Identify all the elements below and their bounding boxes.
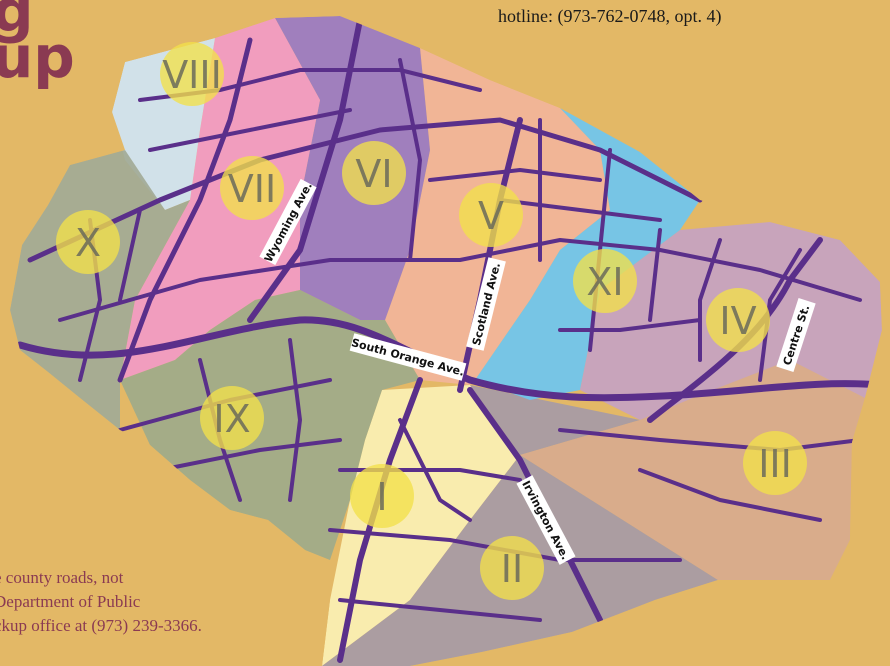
footnote-line-2: Department of Public	[0, 592, 141, 611]
road-segment	[638, 468, 822, 522]
road-segment	[398, 58, 422, 262]
zones-layer	[10, 16, 882, 666]
road-segment	[117, 37, 253, 383]
zone-badge-viii[interactable]: VIII	[160, 42, 224, 106]
zone-badge-label: IV	[719, 299, 756, 343]
road-segment	[148, 108, 352, 152]
zone-area-i[interactable]	[322, 385, 520, 666]
footnote-line-1: e county roads, not	[0, 568, 124, 587]
zone-area-iii[interactable]	[520, 360, 865, 580]
zone-badge-iv[interactable]: IV	[706, 288, 770, 352]
zone-badge-xi[interactable]: XI	[573, 249, 637, 313]
zone-badge-label: XI	[586, 260, 623, 304]
zone-badge-label: V	[478, 194, 504, 238]
road-segment	[398, 418, 472, 522]
footnote: e county roads, not Department of Public…	[0, 566, 202, 638]
zone-badges: I II III IV V VI VII VIII IX X XI	[56, 42, 807, 600]
zone-badge-label: VII	[228, 167, 276, 211]
zone-badge-vii[interactable]: VII	[220, 156, 284, 220]
road-segment	[648, 228, 662, 322]
road-segment	[558, 318, 702, 332]
road-segment	[498, 198, 662, 222]
road-segment	[698, 238, 722, 362]
zone-badge-label: IX	[213, 397, 250, 441]
zone-area-ix[interactable]	[120, 290, 420, 560]
road-segment	[16, 316, 882, 402]
zone-badge-label: VI	[355, 152, 392, 196]
zone-badge-label: X	[75, 221, 101, 265]
street-label-box-centre	[776, 297, 816, 373]
street-label-box-irvington	[516, 475, 576, 565]
street-label-box-south-orange	[349, 333, 467, 381]
street-label-box-scotland	[466, 257, 506, 351]
zone-badge-label: III	[758, 442, 792, 486]
road-segment	[428, 168, 602, 182]
road-segment	[118, 208, 142, 302]
road-segment	[558, 428, 862, 452]
zone-badge-vi[interactable]: VI	[342, 141, 406, 205]
road-segment	[27, 117, 703, 263]
footnote-line-3: ckup office at (973) 239-3366.	[0, 616, 202, 635]
road-segment	[647, 237, 823, 423]
zone-area-xi[interactable]	[475, 108, 700, 400]
zone-badge-i[interactable]: I	[350, 464, 414, 528]
street-label-box-wyoming	[259, 178, 317, 266]
zone-badge-ix[interactable]: IX	[200, 386, 264, 450]
zone-area-ii[interactable]	[322, 385, 718, 666]
zone-badge-ii[interactable]: II	[480, 536, 544, 600]
zone-badge-iii[interactable]: III	[743, 431, 807, 495]
road-segment	[758, 248, 802, 382]
road-segment	[58, 238, 862, 322]
zone-badge-label: VIII	[162, 53, 222, 97]
hotline-text: hotline: (973-762-0748, opt. 4)	[498, 6, 722, 26]
zone-badge-x[interactable]: X	[56, 210, 120, 274]
road-segment	[158, 438, 342, 472]
zone-badge-v[interactable]: V	[459, 183, 523, 247]
title-fragment-bottom: up	[0, 23, 75, 91]
zone-badge-label: II	[501, 547, 523, 591]
title-fragment-top: g	[0, 0, 34, 45]
road-segment	[288, 338, 302, 502]
road-segment	[338, 598, 542, 622]
zone-badge-label: I	[376, 475, 387, 519]
